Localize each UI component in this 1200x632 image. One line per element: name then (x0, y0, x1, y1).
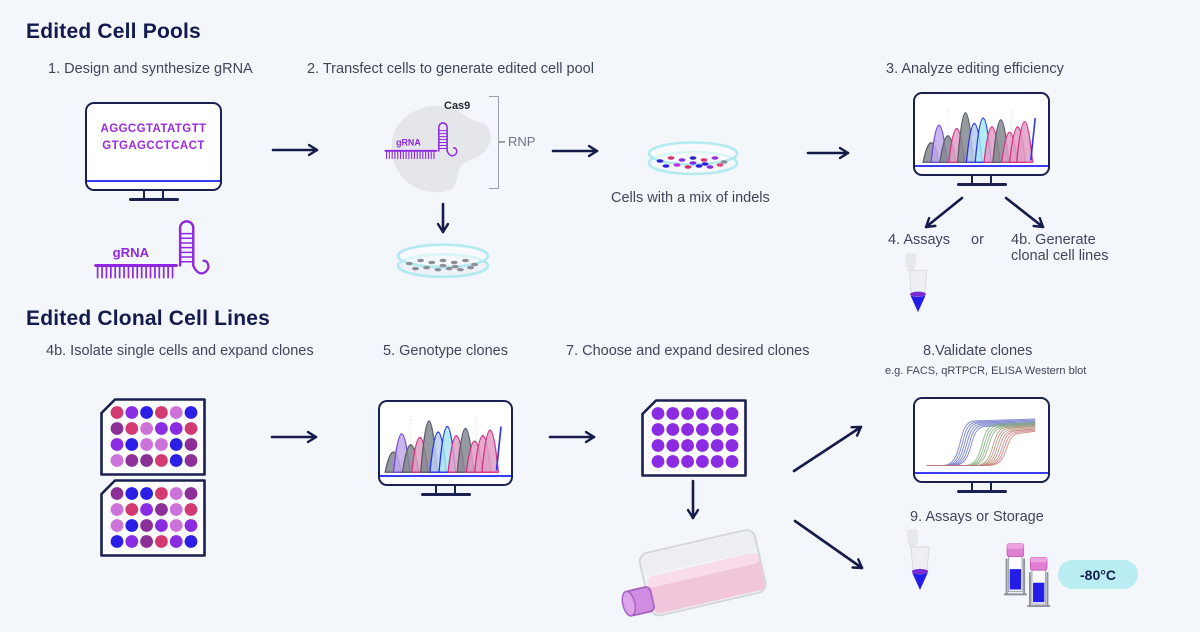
petri-dish-pool-icon (396, 243, 490, 279)
monitor-stand-neck (971, 483, 992, 490)
monitor-stand-neck (435, 486, 456, 493)
cas9-label: Cas9 (444, 100, 471, 112)
step-4-label: 4. Assays (888, 232, 951, 248)
petri-caption: Cells with a mix of indels (611, 190, 770, 206)
arrow-to-step9 (793, 519, 864, 570)
screen-accent-line (87, 179, 220, 182)
cas9-blob-icon (391, 105, 491, 193)
step-2-label: 2. Transfect cells to generate edited ce… (307, 61, 594, 77)
monitor-sequence: AGGCGTATATGTT GTGAGCCTCACT (85, 102, 222, 201)
monitor-stand-base (420, 493, 471, 496)
screen-accent-line (380, 474, 511, 477)
chromatogram-icon (384, 419, 502, 473)
section-title-clonal: Edited Clonal Cell Lines (26, 307, 271, 330)
well-plate-1-icon (100, 398, 206, 476)
monitor-editing-efficiency (913, 92, 1050, 186)
rnp-bracket-tick (498, 141, 505, 143)
grna-sequence-text: AGGCGTATATGTT GTGAGCCTCACT (100, 123, 207, 153)
storage-temp-badge: -80°C (1058, 560, 1138, 589)
step-8-sublabel: e.g. FACS, qRTPCR, ELISA Western blot (885, 365, 1087, 377)
petri-dish-mixed-icon (647, 141, 739, 176)
culture-flask-icon (621, 529, 767, 617)
step-9-label: 9. Assays or Storage (910, 509, 1044, 525)
monitor-stand-base (956, 183, 1007, 186)
step-4b-generate-label: 4b. Generate clonal cell lines (1011, 232, 1109, 264)
section-title-pools: Edited Cell Pools (26, 20, 201, 43)
monitor-stand-base (956, 490, 1007, 493)
step-3-label: 3. Analyze editing efficiency (886, 61, 1064, 77)
monitor-stand-neck (143, 191, 164, 198)
qpcr-curves-icon (926, 418, 1036, 467)
grna-in-rnp-icon: gRNA (384, 122, 458, 160)
arrow-step3-to-clonal (1004, 196, 1045, 229)
step-1-label: 1. Design and synthesize gRNA (48, 61, 253, 77)
cryovial-tubes-icon (1003, 543, 1051, 608)
microcentrifuge-tube-icon (907, 529, 930, 590)
monitor-qpcr (913, 397, 1050, 493)
grna-label: gRNA (113, 245, 150, 260)
or-label: or (971, 232, 984, 248)
screen-accent-line (915, 164, 1048, 167)
step-8-label: 8.Validate clones (923, 343, 1033, 359)
well-plate-2-icon (100, 479, 206, 557)
arrow-step3-to-assays (924, 196, 964, 229)
grna-icon: gRNA (94, 220, 210, 279)
monitor-stand-base (128, 198, 179, 201)
chromatogram-icon (922, 111, 1036, 163)
monitor-stand-neck (971, 176, 992, 183)
rnp-label: RNP (508, 134, 536, 149)
screen-accent-line (915, 471, 1048, 474)
step-7-label: 7. Choose and expand desired clones (566, 343, 810, 359)
arrow-to-step8 (792, 425, 863, 473)
monitor-genotype (378, 400, 513, 496)
step-5-label: 5. Genotype clones (383, 343, 508, 359)
grna-in-rnp-label: gRNA (396, 138, 421, 148)
step-4b-label: 4b. Isolate single cells and expand clon… (46, 343, 314, 359)
well-plate-purple-icon (641, 399, 747, 477)
microcentrifuge-tube-icon (905, 252, 928, 313)
